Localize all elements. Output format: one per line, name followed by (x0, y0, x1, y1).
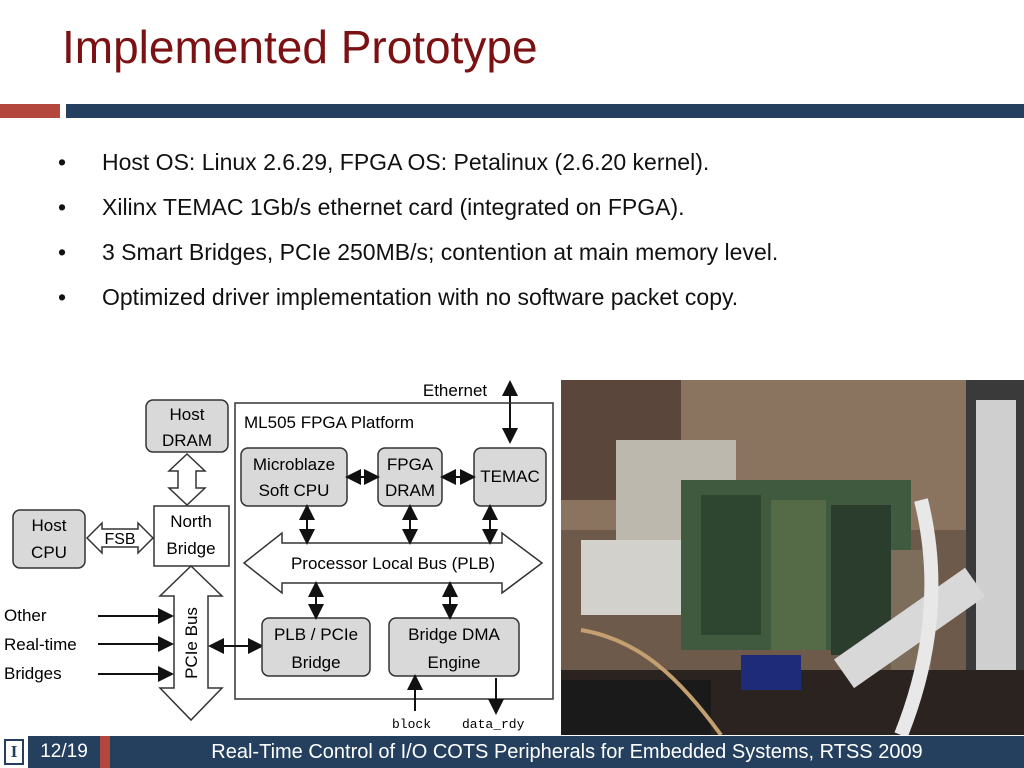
bullet-item: • 3 Smart Bridges, PCIe 250MB/s; contenti… (56, 235, 778, 280)
footer-title: Real-Time Control of I/O COTS Peripheral… (110, 736, 1024, 768)
north-bridge-label-2: Bridge (166, 539, 215, 558)
prototype-photo (561, 380, 1024, 735)
bullet-icon: • (58, 149, 67, 175)
fpga-platform-frame (234, 402, 554, 700)
plb-bus (242, 531, 544, 595)
page-number: 12/19 (28, 736, 100, 768)
host-dram-label-2: DRAM (162, 431, 212, 450)
dram-bridge-arrow (167, 452, 207, 507)
bullet-item: • Optimized driver implementation with no… (56, 280, 778, 325)
logo-letter: I (10, 742, 18, 761)
platform-label: ML505 FPGA Platform (244, 413, 414, 432)
plb-pcie-label-1: PLB / PCIe (274, 625, 358, 644)
bullet-icon: • (58, 194, 67, 220)
bullet-item: • Host OS: Linux 2.6.29, FPGA OS: Petalin… (56, 145, 778, 190)
other-bridges-label-3: Bridges (4, 664, 62, 683)
bullet-text: Xilinx TEMAC 1Gb/s ethernet card (integr… (102, 194, 685, 220)
temac-label: TEMAC (480, 467, 540, 486)
university-logo: I (4, 739, 24, 765)
host-cpu-box (12, 509, 86, 569)
plb-label: Processor Local Bus (PLB) (291, 554, 495, 573)
fsb-label: FSB (104, 531, 135, 548)
bridge-dma-label-2: Engine (428, 653, 481, 672)
other-bridges-label-2: Real-time (4, 635, 77, 654)
host-dram-label-1: Host (170, 405, 205, 424)
pcie-bus-label: PCIe Bus (182, 607, 201, 679)
bullet-text: Optimized driver implementation with no … (102, 284, 739, 310)
fpga-dram-label-1: FPGA (387, 455, 434, 474)
footer-accent (100, 736, 110, 768)
microblaze-label-1: Microblaze (253, 455, 335, 474)
block-label: block (392, 717, 431, 732)
host-cpu-label-2: CPU (31, 543, 67, 562)
pcie-bus (158, 564, 224, 722)
fsb-arrow (85, 521, 155, 555)
title-divider-blue (66, 104, 1024, 118)
architecture-diagram: Ethernet ML505 FPGA Platform Host DRAM M… (4, 380, 554, 732)
microblaze-label-2: Soft CPU (259, 481, 330, 500)
bridge-dma-label-1: Bridge DMA (408, 625, 500, 644)
bullet-icon: • (58, 284, 67, 310)
slide-title: Implemented Prototype (62, 21, 538, 73)
title-divider-red (0, 104, 60, 118)
plb-pcie-label-2: Bridge (291, 653, 340, 672)
other-bridges-label-1: Other (4, 606, 47, 625)
data-rdy-label: data_rdy (462, 717, 525, 732)
host-cpu-label-1: Host (32, 516, 67, 535)
bullet-icon: • (58, 239, 67, 265)
bullet-text: 3 Smart Bridges, PCIe 250MB/s; contentio… (102, 239, 779, 265)
bullet-list: • Host OS: Linux 2.6.29, FPGA OS: Petalin… (56, 145, 778, 325)
fpga-dram-label-2: DRAM (385, 481, 435, 500)
bullet-item: • Xilinx TEMAC 1Gb/s ethernet card (integ… (56, 190, 778, 235)
north-bridge-label-1: North (170, 512, 212, 531)
bullet-text: Host OS: Linux 2.6.29, FPGA OS: Petalinu… (102, 149, 710, 175)
host-dram-box (145, 399, 229, 453)
ethernet-label: Ethernet (423, 381, 488, 400)
